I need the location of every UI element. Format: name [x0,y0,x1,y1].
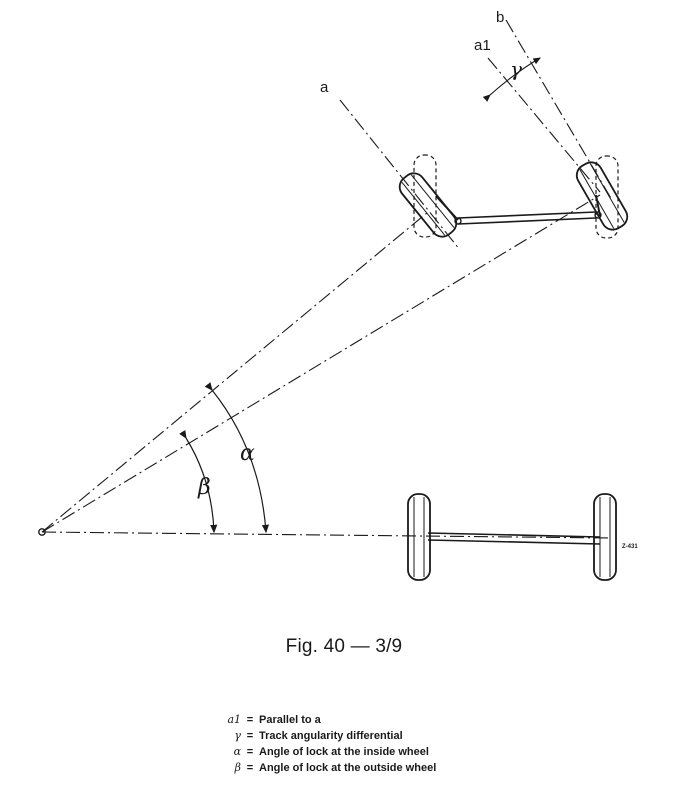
legend-symbol: a1 [227,713,241,726]
legend: a1 = Parallel to a γ = Track angularity … [205,712,535,776]
legend-description: Parallel to a [259,714,321,726]
legend-symbol: γ [234,729,241,742]
label-gamma: γ [510,57,522,81]
legend-description: Angle of lock at the inside wheel [259,746,429,758]
legend-description: Angle of lock at the outside wheel [259,762,437,774]
legend-row: β = Angle of lock at the outside wheel [205,760,535,776]
outside-front-wheel [575,161,629,231]
inside-wheel-straight-outline [413,154,437,238]
legend-equals: = [246,714,254,726]
rear-axle-bar [427,532,601,545]
legend-row: γ = Track angularity differential [205,728,535,744]
legend-equals: = [246,730,254,742]
inside-front-wheel [398,172,458,238]
label-a1: a1 [474,37,491,54]
beta-angle-arc [179,429,218,534]
outside-wheel-radius-line [41,194,601,533]
alpha-angle-arc [204,382,270,534]
axis-a1-line [487,57,601,193]
label-b: b [496,9,504,26]
axis-a-line [339,99,461,251]
label-beta: β [197,475,211,500]
legend-equals: = [246,762,254,774]
figure-ref-code: Z-431 [622,544,638,550]
legend-description: Track angularity differential [259,730,403,742]
legend-equals: = [246,746,254,758]
inside-wheel-radius-line [41,211,429,533]
label-alpha: α [240,441,255,466]
legend-row: α = Angle of lock at the inside wheel [205,744,535,760]
legend-row: a1 = Parallel to a [205,712,535,728]
legend-symbol: β [234,761,241,774]
figure-caption: Fig. 40 — 3/9 [285,636,403,657]
steering-geometry-diagram: a b a1 γ α β Z-431 [38,9,638,581]
rear-right-wheel [593,493,617,581]
rear-left-wheel [407,493,431,581]
gamma-angle-arc [482,57,541,102]
outside-wheel-straight-outline [595,155,619,239]
label-a: a [320,79,329,96]
legend-symbol: α [233,745,241,758]
